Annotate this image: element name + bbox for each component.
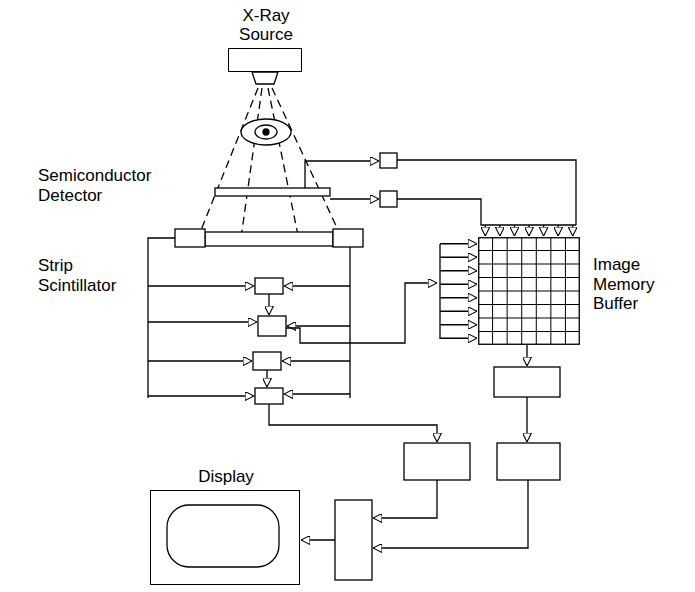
xray-beam bbox=[195, 88, 345, 245]
part-label: Strip Scintillator bbox=[38, 256, 144, 295]
source-box: X-Ray Source bbox=[228, 48, 302, 72]
memory-grid: Image Memory Buffer bbox=[478, 237, 580, 345]
detector-wire bbox=[305, 161, 379, 188]
bus-wire bbox=[397, 160, 576, 225]
mixer-box bbox=[335, 500, 372, 580]
scintillator-strip bbox=[205, 232, 333, 246]
channel-box bbox=[253, 352, 281, 370]
part-label: Semiconductor Detector bbox=[38, 166, 178, 205]
processing-box bbox=[494, 367, 560, 397]
amplifier-box bbox=[380, 153, 397, 168]
detector-plate bbox=[215, 188, 330, 196]
memory-grid-cells bbox=[478, 237, 580, 345]
amplifier-box bbox=[380, 191, 397, 207]
channel-box bbox=[258, 316, 286, 336]
processing-box bbox=[497, 443, 560, 480]
display-box: Display bbox=[150, 490, 300, 585]
photomultiplier bbox=[333, 229, 363, 247]
scintillator-frame bbox=[148, 238, 175, 398]
detector-wire bbox=[330, 198, 379, 199]
channel-box bbox=[255, 388, 283, 404]
row-bus bbox=[439, 244, 440, 339]
screen bbox=[151, 491, 298, 583]
eye-object bbox=[241, 119, 291, 145]
node-label: X-Ray Source bbox=[224, 6, 308, 45]
processing-box bbox=[404, 443, 470, 480]
node-label: Display bbox=[166, 467, 286, 487]
channel-box bbox=[255, 278, 283, 294]
chain-wires bbox=[301, 345, 528, 548]
source-nozzle bbox=[252, 72, 278, 84]
channel-wires bbox=[148, 283, 437, 442]
scintillator-frame bbox=[350, 238, 363, 398]
bus-wire bbox=[397, 199, 576, 225]
node-label: Image Memory Buffer bbox=[593, 255, 677, 314]
photomultiplier bbox=[175, 229, 205, 247]
